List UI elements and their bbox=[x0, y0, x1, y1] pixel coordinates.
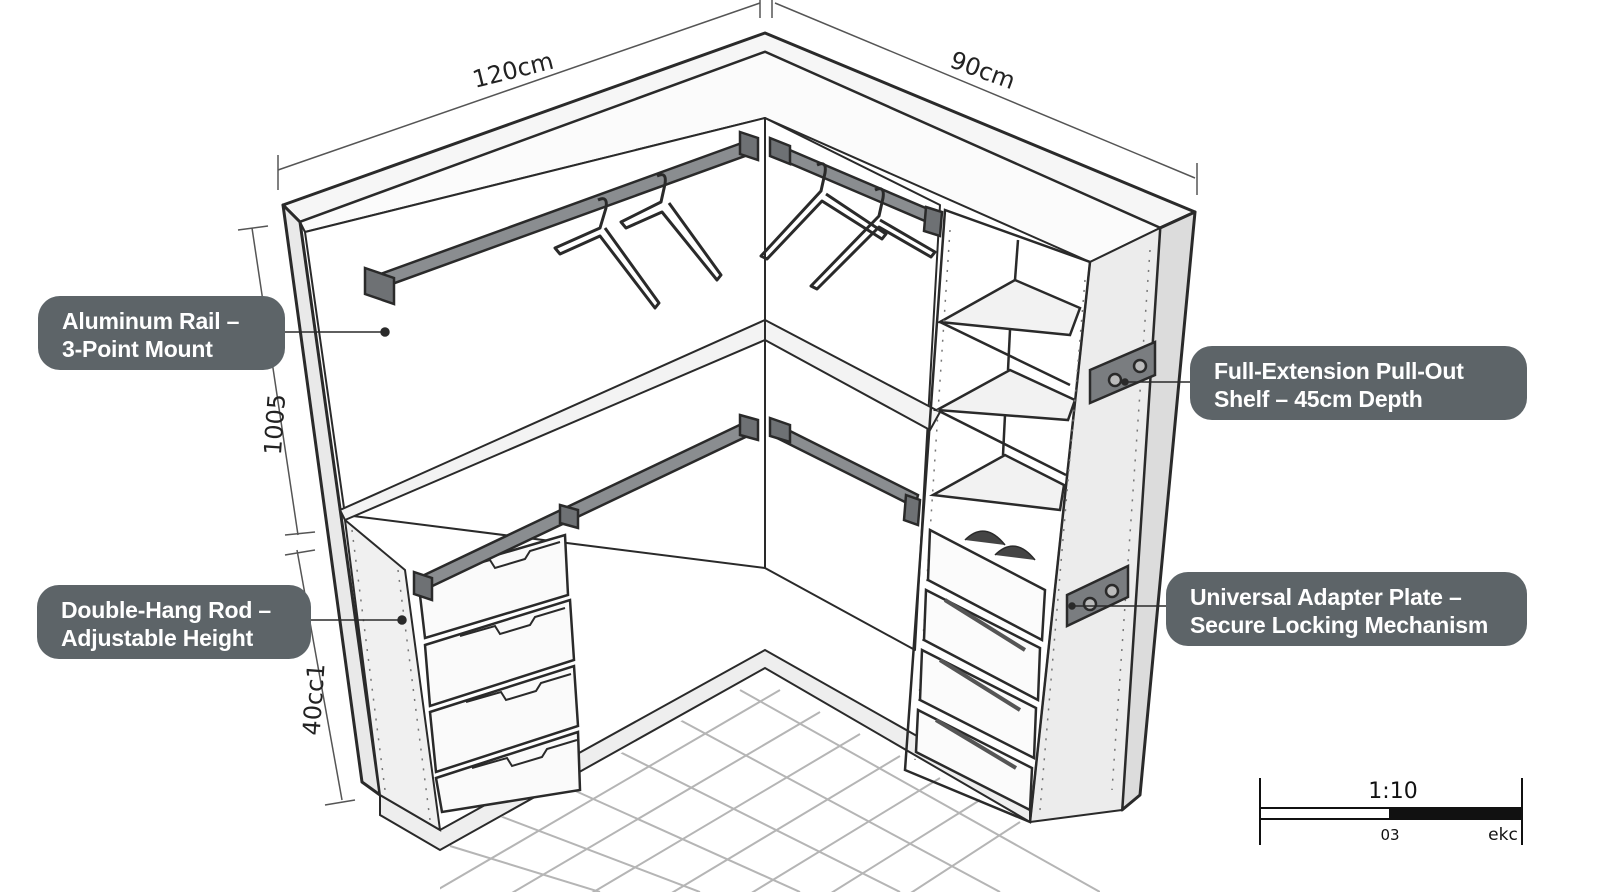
hanging-rails bbox=[363, 130, 944, 602]
floor-tiles bbox=[440, 689, 1100, 892]
hangers bbox=[553, 162, 937, 310]
left-drawers bbox=[416, 533, 582, 814]
left-drawer-unit bbox=[343, 517, 442, 832]
callout-aluminum-rail-line2: 3-Point Mount bbox=[62, 336, 213, 362]
dimension-label-lower-height: 40cc1 bbox=[298, 662, 331, 736]
right-shelf-tower bbox=[903, 208, 1151, 824]
callout-aluminum-rail-line1: Aluminum Rail – bbox=[62, 308, 240, 334]
callout-pullout-shelf-line2: Shelf – 45cm Depth bbox=[1214, 386, 1423, 412]
callout-leaders bbox=[285, 327, 1190, 625]
scale-ratio: 1:10 bbox=[1368, 779, 1417, 804]
scale-bar bbox=[1259, 778, 1523, 845]
adapter-plates bbox=[1065, 340, 1157, 628]
callout-aluminum-rail: Aluminum Rail – 3-Point Mount bbox=[38, 296, 285, 370]
callout-double-hang-rod: Double-Hang Rod – Adjustable Height bbox=[37, 585, 311, 659]
callout-double-hang-rod-line2: Adjustable Height bbox=[61, 625, 254, 651]
callout-adapter-plate: Universal Adapter Plate – Secure Locking… bbox=[1166, 572, 1527, 646]
dimension-label-left-width: 120cm bbox=[470, 47, 557, 94]
pullout-shelves bbox=[914, 527, 1047, 812]
callout-pullout-shelf: Full-Extension Pull-Out Shelf – 45cm Dep… bbox=[1190, 346, 1527, 420]
scale-label-right: ekc bbox=[1488, 825, 1518, 845]
dimension-label-right-width: 90cm bbox=[946, 46, 1019, 95]
callout-adapter-plate-line2: Secure Locking Mechanism bbox=[1190, 612, 1489, 638]
callout-double-hang-rod-line1: Double-Hang Rod – bbox=[61, 597, 271, 623]
closet-carcass bbox=[281, 31, 1197, 823]
callout-adapter-plate-line1: Universal Adapter Plate – bbox=[1190, 584, 1462, 610]
dimension-label-upper-height: 1005 bbox=[259, 393, 291, 456]
callout-pullout-shelf-line1: Full-Extension Pull-Out bbox=[1214, 358, 1464, 384]
scale-label-left: 03 bbox=[1380, 826, 1399, 844]
